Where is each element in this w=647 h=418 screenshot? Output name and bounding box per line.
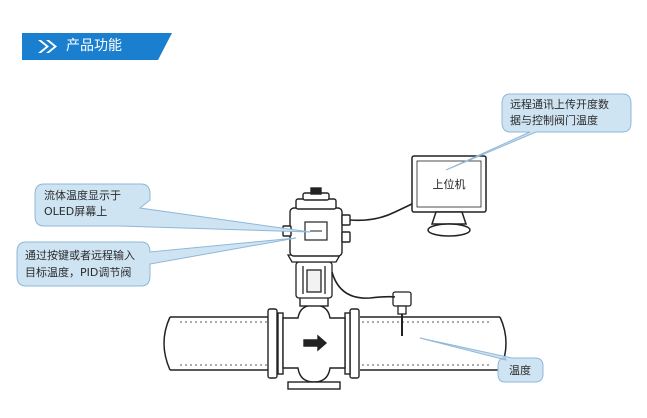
section-title: 产品功能	[66, 38, 122, 54]
callout-host-line-2: 据与控制阀门温度	[510, 113, 598, 127]
callout-oled-line-2: OLED屏幕上	[44, 204, 107, 218]
double-chevron-right-icon	[38, 40, 57, 53]
callout-input-line-2: 目标温度，PID调节阀	[25, 265, 131, 279]
callout-oled-display: 流体温度显示于 OLED屏幕上	[34, 183, 311, 233]
callout-temperature-label: 温度	[509, 363, 531, 377]
callout-oled-line-1: 流体温度显示于	[44, 188, 121, 202]
section-header-background	[22, 33, 172, 60]
actuator-controller	[282, 187, 351, 257]
section-header-tab: 产品功能	[22, 33, 172, 60]
host-computer-label: 上位机	[433, 177, 466, 191]
callout-input-line-1: 通过按键或者远程输入	[25, 248, 135, 262]
callout-temperature: 温度	[419, 337, 544, 383]
valve-yoke	[286, 254, 342, 299]
temperature-sensor	[392, 291, 412, 336]
valve-body	[282, 295, 346, 390]
callout-host-communication: 远程通讯上传开度数 据与控制阀门温度	[445, 93, 632, 171]
callout-input-pid: 通过按键或者远程输入 目标温度，PID调节阀	[16, 237, 297, 287]
host-computer-monitor	[411, 155, 487, 237]
callout-host-line-1: 远程通讯上传开度数	[510, 97, 609, 111]
